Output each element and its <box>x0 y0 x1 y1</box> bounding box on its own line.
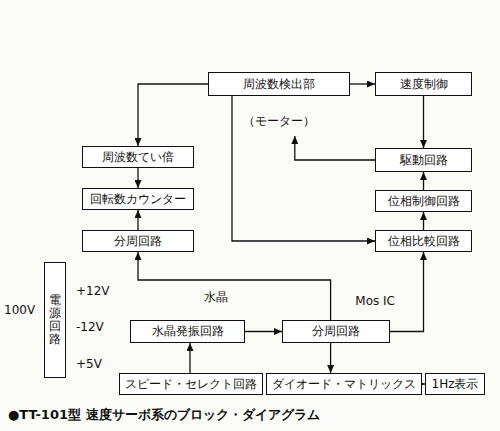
process-box: 分周回路 <box>282 320 390 343</box>
voltage-label: 100V <box>4 303 35 317</box>
box-label: スピード・セレクト回路 <box>125 377 257 391</box>
ic-region: Mos IC水晶発振回路分周回路 <box>120 311 397 348</box>
box-label: 駆動回路 <box>400 153 448 167</box>
supply-lines <box>66 291 74 364</box>
signal-arrow <box>232 96 375 241</box>
signal-arrow <box>390 252 424 332</box>
box-label: 位相制御回路 <box>388 194 460 208</box>
signal-arrow <box>423 172 424 190</box>
process-box: 回転数カウンター <box>82 188 194 210</box>
voltage-label: +5V <box>76 357 102 371</box>
process-box: 位相制御回路 <box>375 190 472 212</box>
box-label: 分周回路 <box>114 234 162 248</box>
caption: ●TT-101型 速度サーボ系のブロック・ダイアグラム <box>8 407 320 423</box>
signal-arrow <box>137 210 138 230</box>
voltage-label: -12V <box>76 320 104 334</box>
box-label: ダイオード・マトリックス <box>272 377 416 391</box>
signal-arrow <box>295 136 375 160</box>
box-label: 水晶発振回路 <box>152 324 224 338</box>
motor-housing: （モーター） 周波数検出部 <box>200 64 358 136</box>
process-box: ダイオード・マトリックス <box>266 373 422 395</box>
box-label: （モーター） <box>243 114 315 128</box>
box-label: 周波数検出部 <box>243 77 315 91</box>
platter <box>210 12 466 40</box>
box-label: 速度制御 <box>400 77 448 91</box>
signal-arrow <box>245 331 282 332</box>
process-box: 速度制御 <box>375 72 472 96</box>
process-box: 周波数検出部 <box>208 72 350 96</box>
process-box: 水晶発振回路 <box>130 320 245 343</box>
box-label: 周波数てい倍 <box>102 150 174 164</box>
spindle-top <box>264 5 272 13</box>
box-label: 1Hz表示 <box>432 377 479 391</box>
voltage-label: +12V <box>76 284 110 298</box>
box-label: 位相比較回路 <box>388 234 460 248</box>
box-label: 分周回路 <box>312 324 360 338</box>
spindle <box>264 5 272 67</box>
box-label: 電源回路 <box>49 294 61 347</box>
signal-arrow <box>423 96 424 148</box>
signal-arrow <box>189 343 190 373</box>
signal-arrow <box>137 168 138 188</box>
signal-arrow <box>138 84 208 146</box>
servo-region <box>197 4 485 178</box>
signal-arrow <box>350 83 375 84</box>
process-box: 位相比較回路 <box>375 230 472 252</box>
process-box: 分周回路 <box>82 230 194 252</box>
signal-arrow <box>423 212 424 230</box>
box-label: 回転数カウンター <box>90 192 186 206</box>
process-box: 1Hz表示 <box>425 373 485 395</box>
process-box: 駆動回路 <box>375 148 472 172</box>
power-box: 電源回路 <box>44 262 66 378</box>
power-plug <box>3 321 44 338</box>
crystal-label: 水晶 <box>204 290 228 304</box>
box-label: Mos IC <box>355 294 395 308</box>
process-box: 周波数てい倍 <box>82 146 194 168</box>
signal-arrow <box>138 252 331 320</box>
process-box: スピード・セレクト回路 <box>119 373 263 395</box>
crystal-symbol <box>150 289 196 320</box>
signal-arrow <box>330 343 331 373</box>
